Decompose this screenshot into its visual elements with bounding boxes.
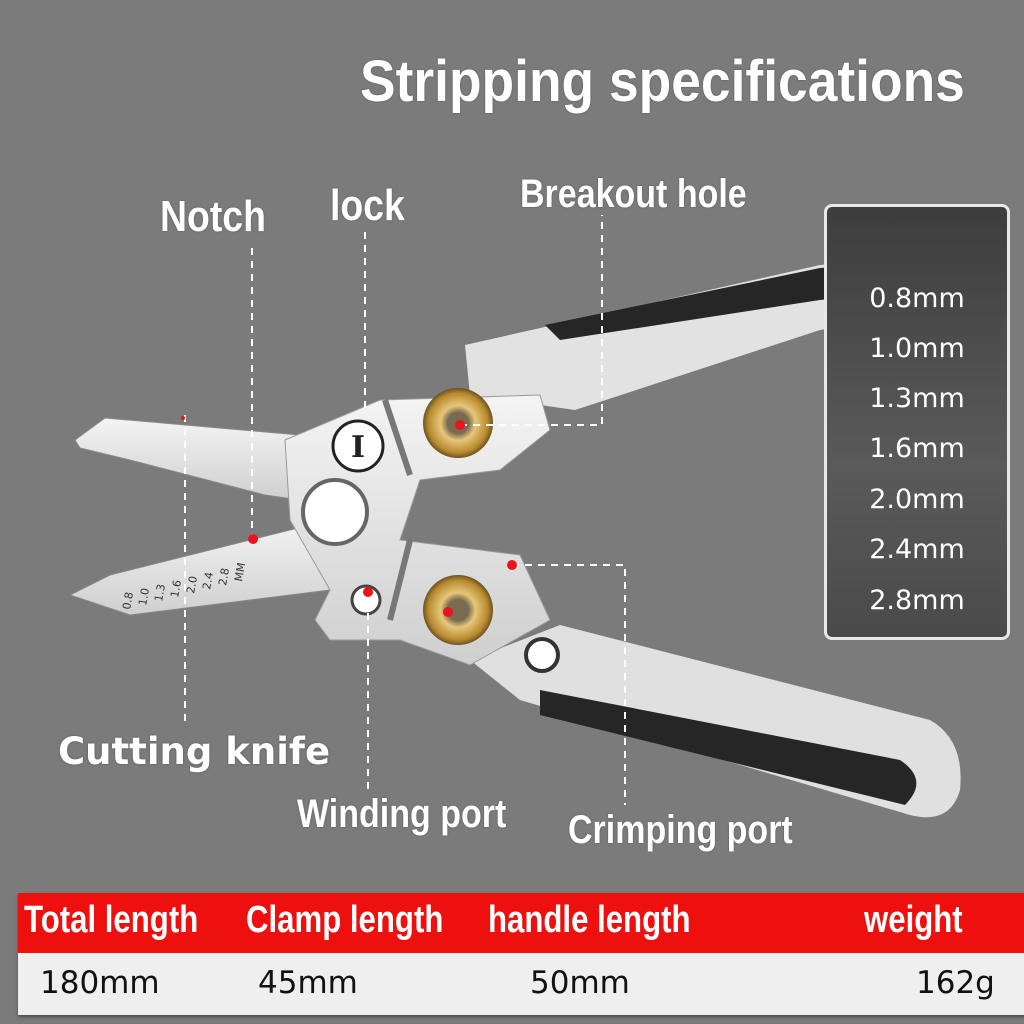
marker-dots	[181, 416, 517, 617]
spec-table: Total length Clamp length handle length …	[18, 893, 1024, 1015]
header-clamp-length: Clamp length	[246, 899, 444, 941]
lock-knob[interactable]	[301, 478, 369, 546]
blade-scale-mark: 0.8	[120, 591, 136, 610]
crimping-bolt	[423, 575, 493, 645]
upper-jaw	[74, 417, 301, 501]
blade-scale-mark: MM	[232, 562, 248, 583]
blade-scale-mark: 1.6	[168, 579, 184, 598]
brand-logo	[331, 419, 385, 473]
callout-notch: Notch	[160, 192, 266, 241]
leader-lines	[184, 215, 626, 805]
size-item: 1.0mm	[869, 333, 965, 364]
callout-lock: lock	[330, 181, 405, 230]
blade-scale-mark: 2.4	[200, 571, 216, 590]
size-item: 2.4mm	[869, 534, 965, 565]
blade-scale-mark: 2.0	[184, 575, 200, 594]
header-weight: weight	[864, 899, 963, 941]
size-item: 1.6mm	[869, 433, 965, 464]
page-title: Stripping specifications	[360, 49, 965, 114]
callout-crimping-port: Crimping port	[568, 808, 793, 852]
value-total-length: 180mm	[40, 965, 160, 1001]
size-item: 0.8mm	[869, 283, 965, 314]
lower-handle	[470, 625, 961, 818]
value-handle-length: 50mm	[530, 965, 630, 1001]
callout-winding-port: Winding port	[297, 792, 507, 836]
value-clamp-length: 45mm	[258, 965, 358, 1001]
size-item: 1.3mm	[869, 383, 965, 414]
spec-table-row: 180mm 45mm 50mm 162g	[18, 953, 1024, 1015]
blade-scale-mark: 2.8	[216, 567, 232, 586]
spec-table-header: Total length Clamp length handle length …	[18, 893, 1024, 953]
callout-breakout-hole: Breakout hole	[520, 172, 747, 216]
value-weight: 162g	[916, 965, 995, 1001]
rivet-icon	[524, 637, 560, 673]
header-handle-length: handle length	[488, 899, 691, 941]
size-item: 2.8mm	[869, 585, 965, 616]
header-total-length: Total length	[24, 899, 199, 941]
callout-cutting-knife: Cutting knife	[58, 730, 331, 773]
blade-scale-mark: 1.0	[136, 587, 152, 606]
svg-text:I: I	[351, 430, 365, 465]
blade-scale-mark: 1.3	[152, 583, 168, 602]
size-list-panel: 0.8mm 1.0mm 1.3mm 1.6mm 2.0mm 2.4mm 2.8m…	[824, 204, 1010, 640]
size-item: 2.0mm	[869, 484, 965, 515]
